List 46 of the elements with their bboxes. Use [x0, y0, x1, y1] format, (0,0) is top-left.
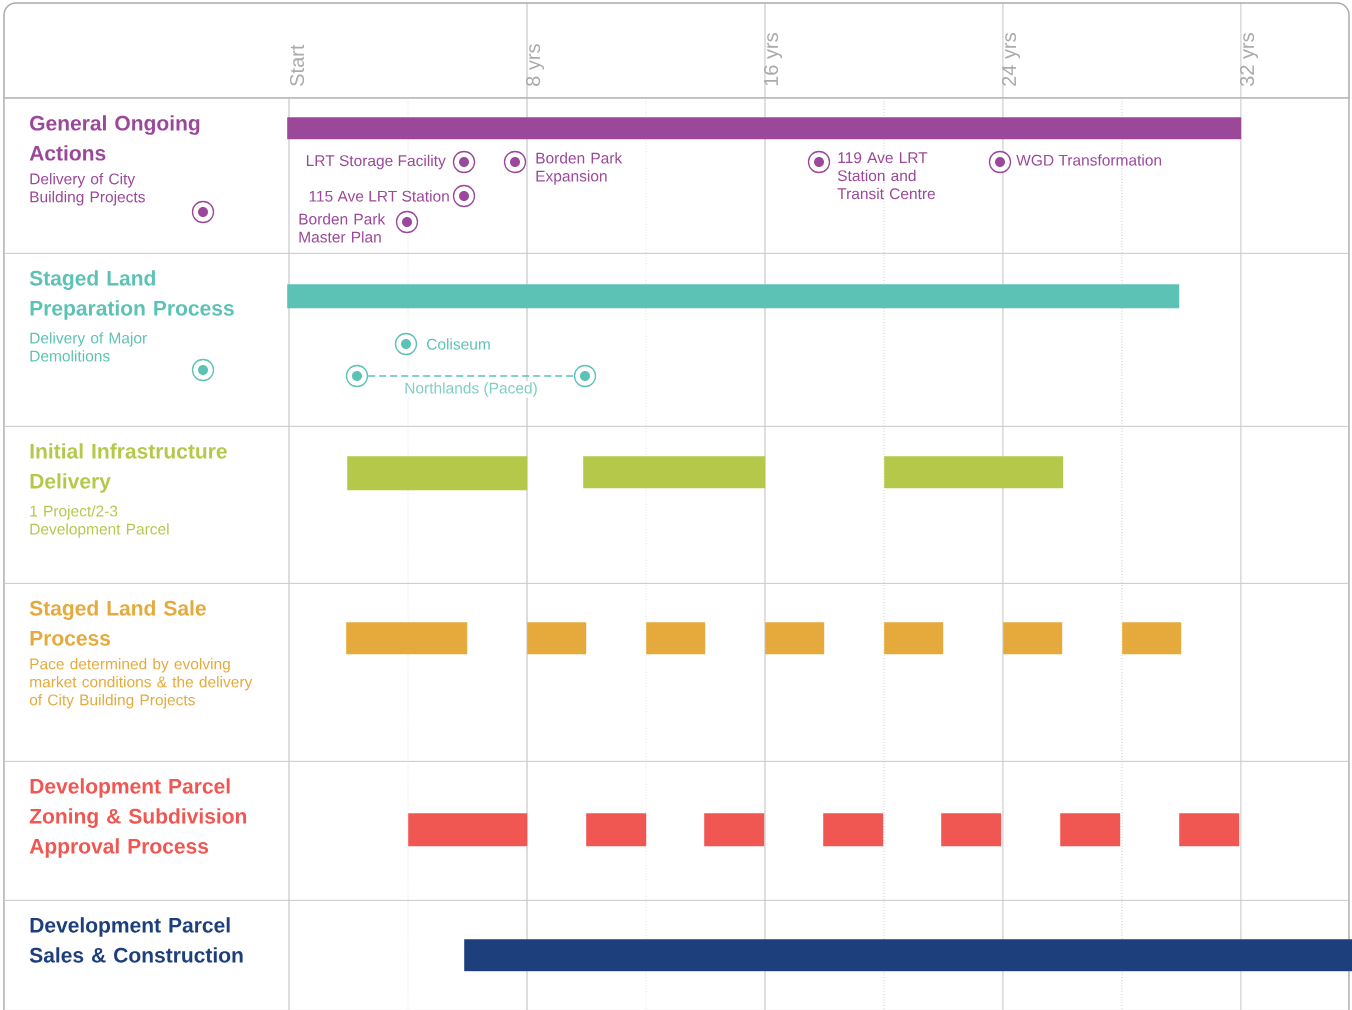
milestone-label: Borden Park Expansion [536, 152, 623, 185]
timeline-bar [884, 456, 1064, 489]
timeline-bar [583, 456, 766, 489]
row-description: Delivery of Major Demolitions [30, 332, 147, 362]
row-heading: Development Parcel Sales & Construction [29, 917, 243, 963]
milestone-label: Coliseum [427, 338, 490, 350]
milestone-label: WGD Transformation [1016, 154, 1162, 166]
row-heading: Staged Land Sale Process [29, 600, 206, 646]
connector-line [367, 375, 575, 377]
row-description: Delivery of City Building Projects [30, 173, 145, 206]
timeline-bar [941, 813, 1002, 847]
row-description: 1 Project/2-3 Development Parcel [30, 505, 169, 538]
timeline-bar [646, 622, 706, 655]
milestone-label: 119 Ave LRT Station and Transit Centre [837, 152, 935, 200]
timeline-bar [287, 117, 1242, 140]
timeline-bar [586, 813, 647, 847]
axis-label: 24 yrs [1001, 33, 1021, 86]
timeline-bar [1179, 813, 1240, 847]
milestone-label: 115 Ave LRT Station [309, 190, 449, 202]
row-heading: Staged Land Preparation Process [29, 270, 234, 320]
timeline-bar [408, 813, 528, 847]
milestone-marker [573, 364, 597, 388]
row-description: Pace determined by evolving market conditions & the delivery of City Building Projects [29, 658, 253, 709]
axis-label: 16 yrs [763, 33, 783, 86]
axis-label: 8 yrs [525, 44, 545, 86]
row-heading: General Ongoing Actions [29, 115, 200, 161]
timeline-bar [1060, 813, 1121, 847]
row-heading: Development Parcel Zoning & Subdivision Approval Process [29, 778, 247, 858]
timeline-bar [1122, 622, 1182, 655]
timeline-bar [287, 284, 1180, 309]
milestone-label: LRT Storage Facility [306, 154, 446, 170]
timeline-bar [823, 813, 884, 847]
timeline-bar [464, 939, 1352, 972]
timeline-bar [1003, 622, 1063, 655]
timeline-bar [765, 622, 825, 655]
axis-label: Start [289, 44, 305, 86]
milestone-label: Borden Park Master Plan [299, 213, 386, 243]
timeline-bar [527, 622, 587, 655]
timeline-bar [704, 813, 765, 847]
milestone-marker [345, 364, 369, 388]
timeline-bar [884, 622, 944, 655]
timeline-bar [346, 622, 468, 655]
axis-label: 32 yrs [1239, 33, 1259, 87]
edge-label: Northlands (Paced) [403, 381, 539, 398]
row-heading: Initial Infrastructure Delivery [30, 443, 227, 493]
timeline-bar [347, 456, 528, 491]
